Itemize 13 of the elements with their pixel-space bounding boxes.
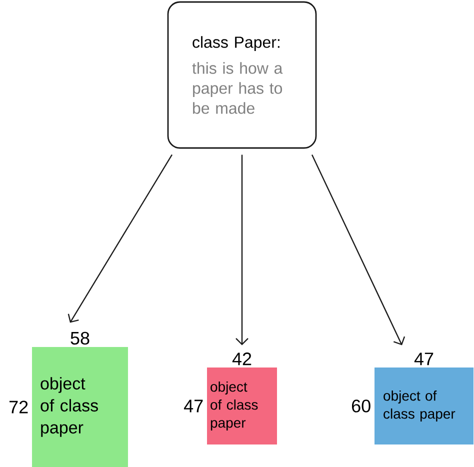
dimension-label: 42 xyxy=(232,352,252,366)
dimension-label: 60 xyxy=(352,400,370,412)
arrow xyxy=(68,154,173,323)
dimension-label: 47 xyxy=(414,352,434,366)
arrow xyxy=(236,154,248,346)
dimension-label: 72 xyxy=(10,400,28,414)
paper-box: object of class paper xyxy=(374,368,474,444)
class-box: class Paper: this is how a paper has to be made xyxy=(167,1,317,149)
dimension-label: 58 xyxy=(70,332,90,345)
dimension-label: 47 xyxy=(184,400,203,412)
paper-box: object of class paper xyxy=(207,368,277,444)
paper-box: object of class paper xyxy=(32,347,128,467)
arrow xyxy=(311,154,406,346)
